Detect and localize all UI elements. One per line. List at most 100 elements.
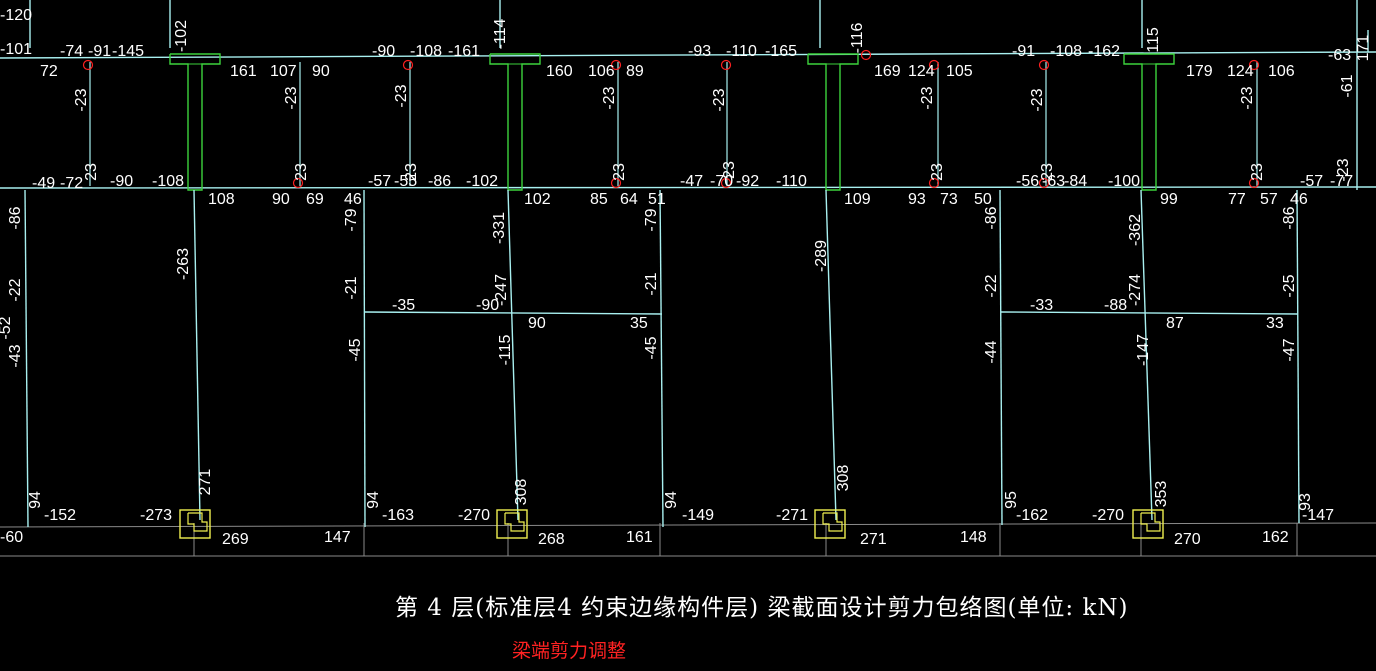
beam-shear-label: -60: [0, 529, 23, 546]
beam-shear-label-vertical: -23: [1029, 88, 1046, 111]
beam-shear-label-vertical: 23: [611, 163, 628, 181]
beam-shear-label-vertical: 94: [663, 491, 680, 509]
beam-shear-label: -101: [0, 41, 32, 58]
beam-shear-label: -110: [726, 43, 757, 60]
red-marker-8: [928, 59, 940, 71]
beam-shear-label: 124: [908, 63, 935, 80]
beam-shear-label: 107: [270, 63, 297, 80]
red-marker-12: [1248, 59, 1260, 71]
wall-line-5: [825, 189, 837, 521]
beam-shear-label: 169: [874, 63, 901, 80]
beam-shear-label: 99: [1160, 191, 1178, 208]
beam-shear-label-vertical: -23: [283, 86, 300, 109]
beam-shear-label: 105: [946, 63, 973, 80]
beam-shear-label: 93: [908, 191, 926, 208]
beam-shear-label-vertical: 353: [1153, 481, 1170, 508]
red-marker-13: [1248, 177, 1260, 189]
beam-shear-label: -161: [448, 43, 480, 60]
wall-end-box-0: [179, 509, 211, 539]
beam-shear-label: 46: [344, 191, 362, 208]
beam-shear-label: 85: [590, 191, 608, 208]
wall-line-2: [363, 189, 366, 528]
wall-end-detail-2: [822, 512, 843, 532]
lower-beam-line-b: [1000, 311, 1299, 315]
beam-shear-label: -84: [1064, 173, 1087, 190]
beam-shear-label-vertical: 271: [197, 469, 214, 496]
beam-shear-label: 106: [1268, 63, 1295, 80]
beam-shear-label: 89: [626, 63, 644, 80]
beam-shear-label-vertical: -23: [393, 84, 410, 107]
beam-shear-label: -57: [1300, 173, 1323, 190]
beam-shear-label-vertical: -263: [175, 248, 192, 280]
beam-shear-label: -77: [1330, 173, 1353, 190]
beam-shear-label: -49: [32, 175, 55, 192]
beam-shear-label-vertical: 23: [721, 161, 738, 179]
beam-shear-label: -91: [1012, 43, 1035, 60]
top-beam-line: [0, 51, 1376, 59]
wall-line-1: [193, 189, 201, 521]
wall-line-0: [24, 189, 29, 528]
beam-shear-label-vertical: 23: [293, 163, 310, 181]
beam-shear-label: -90: [476, 297, 499, 314]
wall-line-8: [1296, 189, 1300, 524]
beam-shear-label: -145: [112, 43, 144, 60]
wall-line-6: [999, 189, 1003, 526]
beam-shear-label: -165: [765, 43, 797, 60]
red-marker-11: [1038, 177, 1050, 189]
beam-shear-label: -90: [110, 173, 133, 190]
beam-shear-label: 46: [1290, 191, 1308, 208]
beam-shear-label: 90: [528, 315, 546, 332]
beam-shear-label: 161: [230, 63, 257, 80]
beam-shear-label: 271: [860, 531, 887, 548]
red-marker-5: [720, 59, 732, 71]
beam-shear-label: -92: [736, 173, 759, 190]
beam-shear-label-vertical: -47: [1281, 338, 1298, 361]
beam-shear-label: 109: [844, 191, 871, 208]
beam-shear-label: -110: [776, 173, 807, 190]
column-t-stub-0: [169, 53, 221, 191]
beam-shear-label: -86: [428, 173, 451, 190]
beam-shear-label: -74: [60, 43, 83, 60]
beam-shear-label-vertical: 171: [1355, 35, 1372, 62]
beam-shear-label-vertical: -23: [1335, 158, 1352, 181]
beam-shear-label-vertical: -52: [0, 316, 14, 339]
beam-shear-label-vertical: 93: [1297, 493, 1314, 511]
mid-beam-line: [0, 186, 1376, 189]
column-t-stub-3: [1123, 53, 1175, 191]
beam-shear-label: -102: [466, 173, 498, 190]
beam-shear-label: -108: [410, 43, 442, 60]
wall-line-3: [507, 189, 519, 521]
beam-shear-label-vertical: -102: [173, 20, 190, 52]
red-marker-2: [402, 59, 414, 71]
beam-shear-label: -91: [88, 43, 111, 60]
beam-shear-label-vertical: 94: [365, 491, 382, 509]
beam-shear-label-vertical: 23: [403, 163, 420, 181]
beam-shear-label: 179: [1186, 63, 1213, 80]
beam-shear-label: -162: [1088, 43, 1120, 60]
beam-shear-label-vertical: -86: [1281, 206, 1298, 229]
beam-shear-label-vertical: -23: [1239, 86, 1256, 109]
red-marker-1: [292, 177, 304, 189]
beam-shear-label: 72: [40, 63, 58, 80]
beam-shear-label: 50: [974, 191, 992, 208]
beam-shear-label: 35: [630, 315, 648, 332]
beam-shear-label: -162: [1016, 507, 1048, 524]
beam-shear-label: 108: [208, 191, 235, 208]
beam-shear-label-vertical: 308: [835, 465, 852, 492]
beam-shear-label-vertical: -79: [343, 208, 360, 231]
beam-shear-label: 64: [620, 191, 638, 208]
wall-end-detail-3: [1140, 512, 1161, 532]
beam-shear-label-vertical: -23: [711, 88, 728, 111]
beam-shear-label: -63: [1328, 47, 1351, 64]
beam-shear-label: -47: [680, 173, 703, 190]
beam-shear-label-vertical: -289: [813, 240, 830, 272]
beam-shear-label: 161: [626, 529, 653, 546]
beam-shear-label: 106: [588, 63, 615, 80]
drawing-subcaption: 梁端剪力调整: [512, 640, 627, 662]
beam-shear-label-vertical: -331: [491, 212, 508, 244]
beam-shear-label: 69: [306, 191, 324, 208]
beam-shear-label-vertical: -86: [7, 206, 24, 229]
beam-shear-label: 148: [960, 529, 987, 546]
